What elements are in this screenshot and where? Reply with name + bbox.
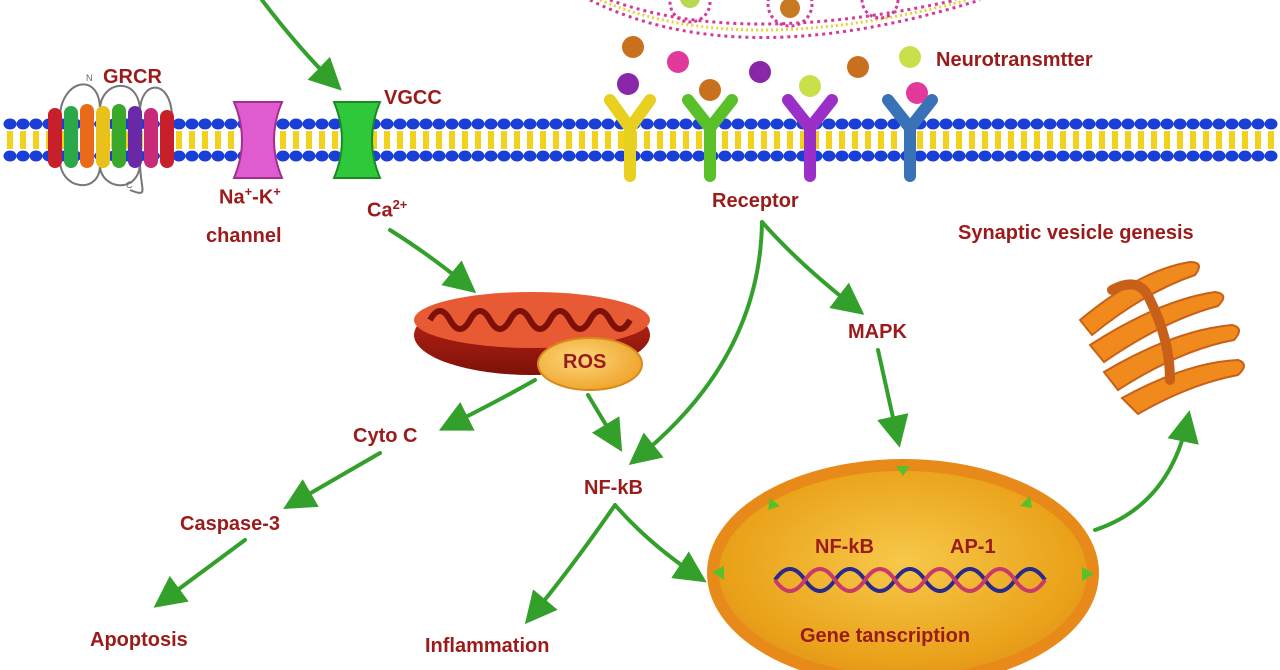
label-cyto-c: Cyto C (353, 425, 418, 447)
nucleus-icon (707, 459, 1099, 670)
seven-helix-receptor-icon (48, 83, 174, 194)
label-ca-text: Ca (367, 199, 393, 222)
label-dash-k: -K (252, 186, 274, 209)
y-shaped-receptor-icon (604, 94, 938, 182)
label-vgcc: VGCC (384, 87, 442, 109)
ros-bubble (537, 337, 643, 391)
label-grcr: GRCR (103, 66, 162, 88)
label-nucleus-ap1: AP-1 (950, 536, 996, 558)
label-ros: ROS (563, 351, 607, 373)
ion-channel-icon (232, 101, 284, 179)
label-ca-sup: 2+ (392, 197, 408, 212)
label-na-sup: + (244, 184, 253, 199)
label-caspase-3: Caspase-3 (180, 513, 281, 535)
label-ca: Ca2+ (367, 198, 407, 221)
label-na-k: Na+-K+ (219, 185, 281, 208)
golgi-apparatus-icon (1078, 260, 1245, 416)
pathway-arrows (153, 0, 1199, 625)
label-gpcr-c: C (126, 180, 133, 190)
label-k-sup: + (273, 184, 281, 199)
label-neurotransmitter: Neurotransmtter (936, 49, 1093, 71)
cell-membrane (3, 118, 1278, 162)
label-na: Na (219, 186, 245, 209)
label-nfkb: NF-kB (584, 477, 643, 499)
label-channel: channel (206, 225, 282, 247)
label-gpcr-n: N (86, 73, 93, 83)
label-receptor: Receptor (712, 190, 799, 212)
label-inflammation: Inflammation (425, 635, 550, 657)
label-gene-transcription: Gene tanscription (800, 625, 971, 647)
synaptic-vesicle-icon (589, 0, 981, 39)
dna-helix-icon (773, 567, 1047, 593)
neurotransmitter-molecules (617, 36, 928, 104)
label-nucleus-nfkb: NF-kB (815, 536, 874, 558)
label-apoptosis: Apoptosis (90, 629, 188, 651)
label-mapk: MAPK (848, 321, 907, 343)
calcium-channel-icon (332, 101, 382, 179)
label-synaptic-vesicle-genesis: Synaptic vesicle genesis (958, 222, 1194, 244)
